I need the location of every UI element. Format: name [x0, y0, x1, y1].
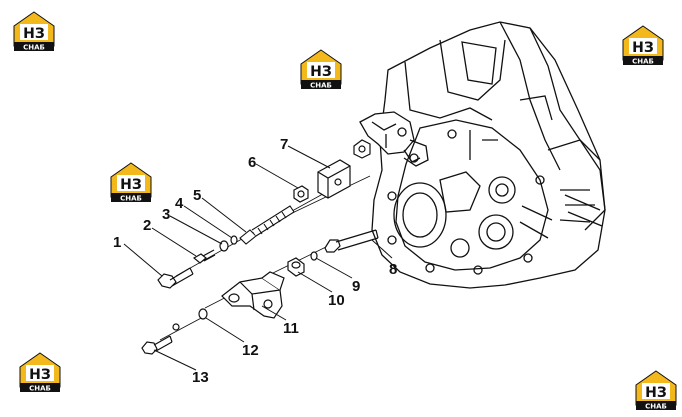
part-12-washer	[172, 308, 208, 331]
svg-text:НЗ: НЗ	[310, 64, 332, 80]
callout-7: 7	[280, 136, 288, 153]
svg-text:СНАБ: СНАБ	[310, 82, 332, 90]
watermark-logo: НЗ СНАБ	[13, 11, 55, 52]
part-6-nut	[293, 185, 309, 203]
svg-text:СНАБ: СНАБ	[23, 44, 45, 52]
callout-1: 1	[113, 234, 121, 251]
callout-6: 6	[248, 154, 256, 171]
svg-text:НЗ: НЗ	[29, 367, 51, 383]
watermark-logo: НЗ СНАБ	[110, 162, 152, 203]
callout-5: 5	[193, 187, 201, 204]
svg-text:СНАБ: СНАБ	[120, 195, 142, 203]
svg-text:НЗ: НЗ	[120, 177, 142, 193]
svg-text:СНАБ: СНАБ	[632, 58, 654, 66]
part-5-threaded-stud	[239, 205, 295, 245]
watermark-logo: НЗ СНАБ	[300, 49, 342, 90]
gear-housing	[359, 21, 606, 289]
part-4-washer	[230, 235, 238, 245]
svg-text:НЗ: НЗ	[632, 40, 654, 56]
part-2-screw	[192, 249, 216, 264]
callout-leader-lines	[123, 145, 393, 371]
callout-9: 9	[352, 278, 360, 295]
part-3-washer	[219, 240, 229, 252]
watermark-logo: НЗ СНАБ	[622, 25, 664, 66]
callout-8: 8	[389, 261, 397, 278]
callout-13: 13	[192, 369, 209, 386]
watermark-logo: НЗ СНАБ	[635, 370, 677, 411]
part-9-washer	[310, 251, 318, 261]
callout-labels: 1 2 3 4 5 6 7 8 9 10 11 12 13	[113, 136, 397, 386]
callout-10: 10	[328, 292, 345, 309]
part-1-hex-bolt	[157, 267, 194, 289]
part-13-bolt	[141, 335, 173, 355]
svg-text:СНАБ: СНАБ	[29, 385, 51, 393]
svg-text:НЗ: НЗ	[23, 26, 45, 42]
part-11-tensioner-bracket	[221, 271, 285, 319]
callout-12: 12	[242, 342, 259, 359]
part-7-bracket	[317, 139, 371, 199]
callout-3: 3	[162, 206, 170, 223]
svg-text:НЗ: НЗ	[645, 385, 667, 401]
callout-4: 4	[175, 195, 184, 212]
part-8-long-bolt	[324, 229, 379, 253]
part-10-spacer	[287, 257, 305, 277]
watermark-logo: НЗ СНАБ	[19, 352, 61, 393]
svg-text:СНАБ: СНАБ	[645, 403, 667, 411]
callout-11: 11	[283, 320, 299, 337]
callout-2: 2	[143, 217, 151, 234]
